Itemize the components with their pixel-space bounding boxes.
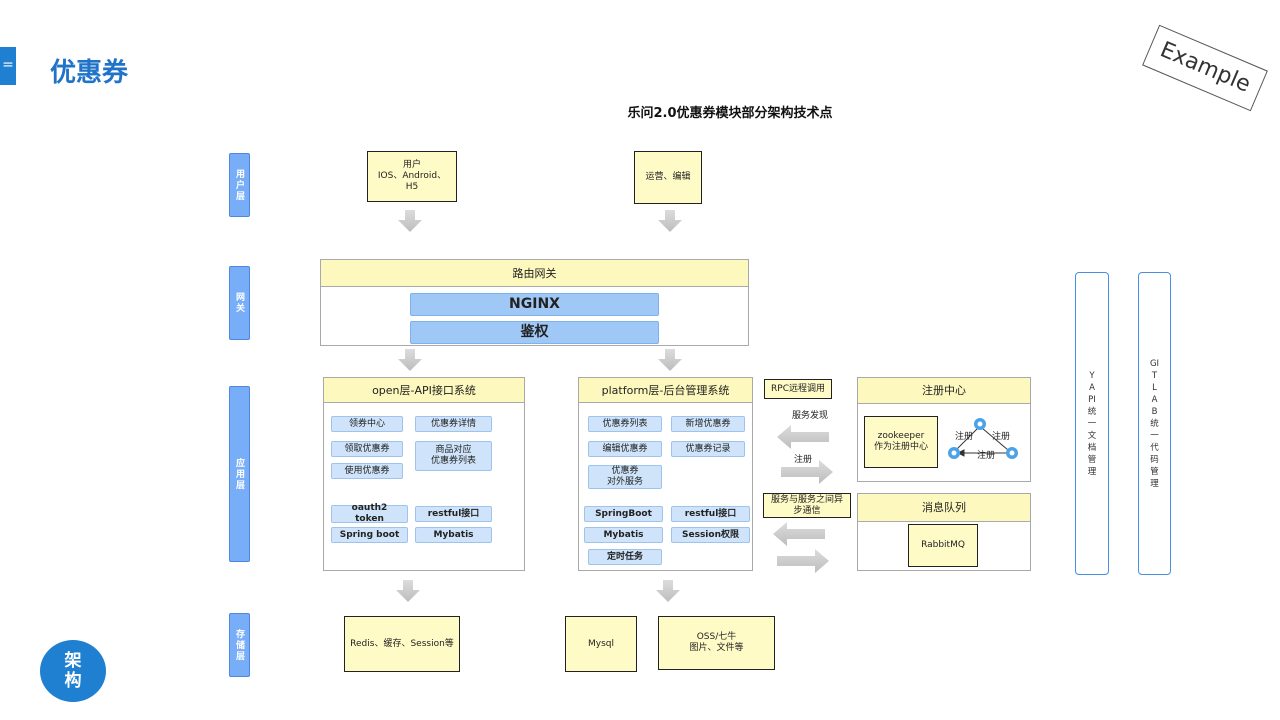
platform-panel: platform层-后台管理系统 优惠券列表 新增优惠券 编辑优惠券 优惠券记录…: [578, 377, 753, 571]
chip-use-coupon: 使用优惠券: [331, 463, 403, 479]
chip-coupon-list: 优惠券列表: [588, 416, 662, 432]
cloud-icon-top: [974, 418, 986, 430]
tech-session-auth: Session权限: [671, 527, 750, 543]
reg-right-label: 注册: [991, 432, 1010, 442]
gitlab-board: GITLAB统一代码管理: [1138, 272, 1171, 575]
rpc-box: RPC远程调用: [764, 379, 832, 399]
arrow-right-register: [781, 460, 833, 484]
chip-coupon-detail: 优惠券详情: [415, 416, 492, 432]
diagram-title: 乐问2.0优惠券模块部分架构技术点: [627, 106, 833, 121]
reg-left-label: 注册: [954, 432, 973, 442]
discovery-label: 服务发现: [791, 411, 828, 421]
async-box: 服务与服务之间异 步通信: [763, 493, 851, 518]
mysql-box: Mysql: [565, 616, 637, 672]
arrow-down-clients: [398, 210, 422, 232]
arrow-right-async: [777, 549, 829, 573]
arrow-down-gateway-platform: [658, 349, 682, 371]
arrow-down-platform-storage: [656, 580, 680, 602]
open-panel-title: open层-API接口系统: [324, 378, 524, 403]
tech-restful: restful接口: [415, 506, 492, 522]
yapi-board: YAPI统一文档管理: [1075, 272, 1109, 575]
rabbitmq-box: RabbitMQ: [908, 524, 978, 567]
redis-box: Redis、缓存、Session等: [344, 616, 460, 672]
section-badge: 架 构: [40, 640, 106, 702]
register-label: 注册: [793, 455, 812, 465]
page-title: 优惠券: [50, 58, 129, 88]
tech-mybatis: Mybatis: [415, 527, 492, 543]
gateway-panel: 路由网关 NGINX 鉴权: [320, 259, 749, 346]
tech-mybatis-platform: Mybatis: [584, 527, 663, 543]
mq-panel: 消息队列 RabbitMQ: [857, 493, 1031, 571]
auth-box: 鉴权: [410, 321, 659, 344]
tech-oauth2: oauth2 token: [331, 503, 408, 524]
registry-panel: 注册中心 zookeeper 作为注册中心 注册 注册 注册: [857, 377, 1031, 482]
arrow-left-async: [773, 522, 825, 546]
chip-product-coupon-list: 商品对应 优惠券列表: [415, 441, 492, 471]
nginx-box: NGINX: [410, 293, 659, 316]
ops-box: 运营、编辑: [634, 151, 702, 204]
chip-external-service: 优惠券 对外服务: [588, 465, 662, 489]
gitlab-label: GITLAB统一代码管理: [1149, 358, 1160, 489]
tech-scheduled-task: 定时任务: [588, 549, 662, 565]
cloud-icon-left: [948, 447, 960, 459]
layer-user: 用户层: [229, 153, 250, 217]
tech-restful-platform: restful接口: [671, 506, 750, 522]
yapi-label: YAPI统一文档管理: [1087, 370, 1097, 477]
title-marker: =: [0, 47, 16, 85]
cloud-icon-right: [1006, 447, 1018, 459]
chip-edit-coupon: 编辑优惠券: [588, 441, 662, 457]
platform-panel-title: platform层-后台管理系统: [579, 378, 752, 403]
layer-storage: 存储层: [229, 613, 250, 677]
chip-receive-coupon: 领取优惠券: [331, 441, 403, 457]
arrow-down-gateway-open: [398, 349, 422, 371]
clients-box: 用户 IOS、Android、 H5: [367, 151, 457, 202]
arrow-left-discovery: [777, 425, 829, 449]
registry-title: 注册中心: [858, 378, 1030, 404]
arrow-down-open-storage: [396, 580, 420, 602]
tech-springboot: SpringBoot: [584, 506, 663, 522]
oss-box: OSS/七牛 图片、文件等: [658, 616, 775, 670]
gateway-title: 路由网关: [321, 260, 748, 287]
tech-spring-boot: Spring boot: [331, 527, 408, 543]
open-panel: open层-API接口系统 领券中心 优惠券详情 领取优惠券 商品对应 优惠券列…: [323, 377, 525, 571]
chip-coupon-records: 优惠券记录: [671, 441, 745, 457]
chip-coupon-center: 领券中心: [331, 416, 403, 432]
layer-gateway: 网关: [229, 266, 250, 340]
registry-triangle: [955, 427, 1009, 457]
chip-add-coupon: 新增优惠券: [671, 416, 745, 432]
arrow-down-ops: [658, 210, 682, 232]
layer-app: 应用层: [229, 386, 250, 562]
mq-title: 消息队列: [858, 494, 1030, 522]
zookeeper-box: zookeeper 作为注册中心: [864, 416, 938, 468]
reg-bottom-label: 注册: [975, 448, 997, 461]
